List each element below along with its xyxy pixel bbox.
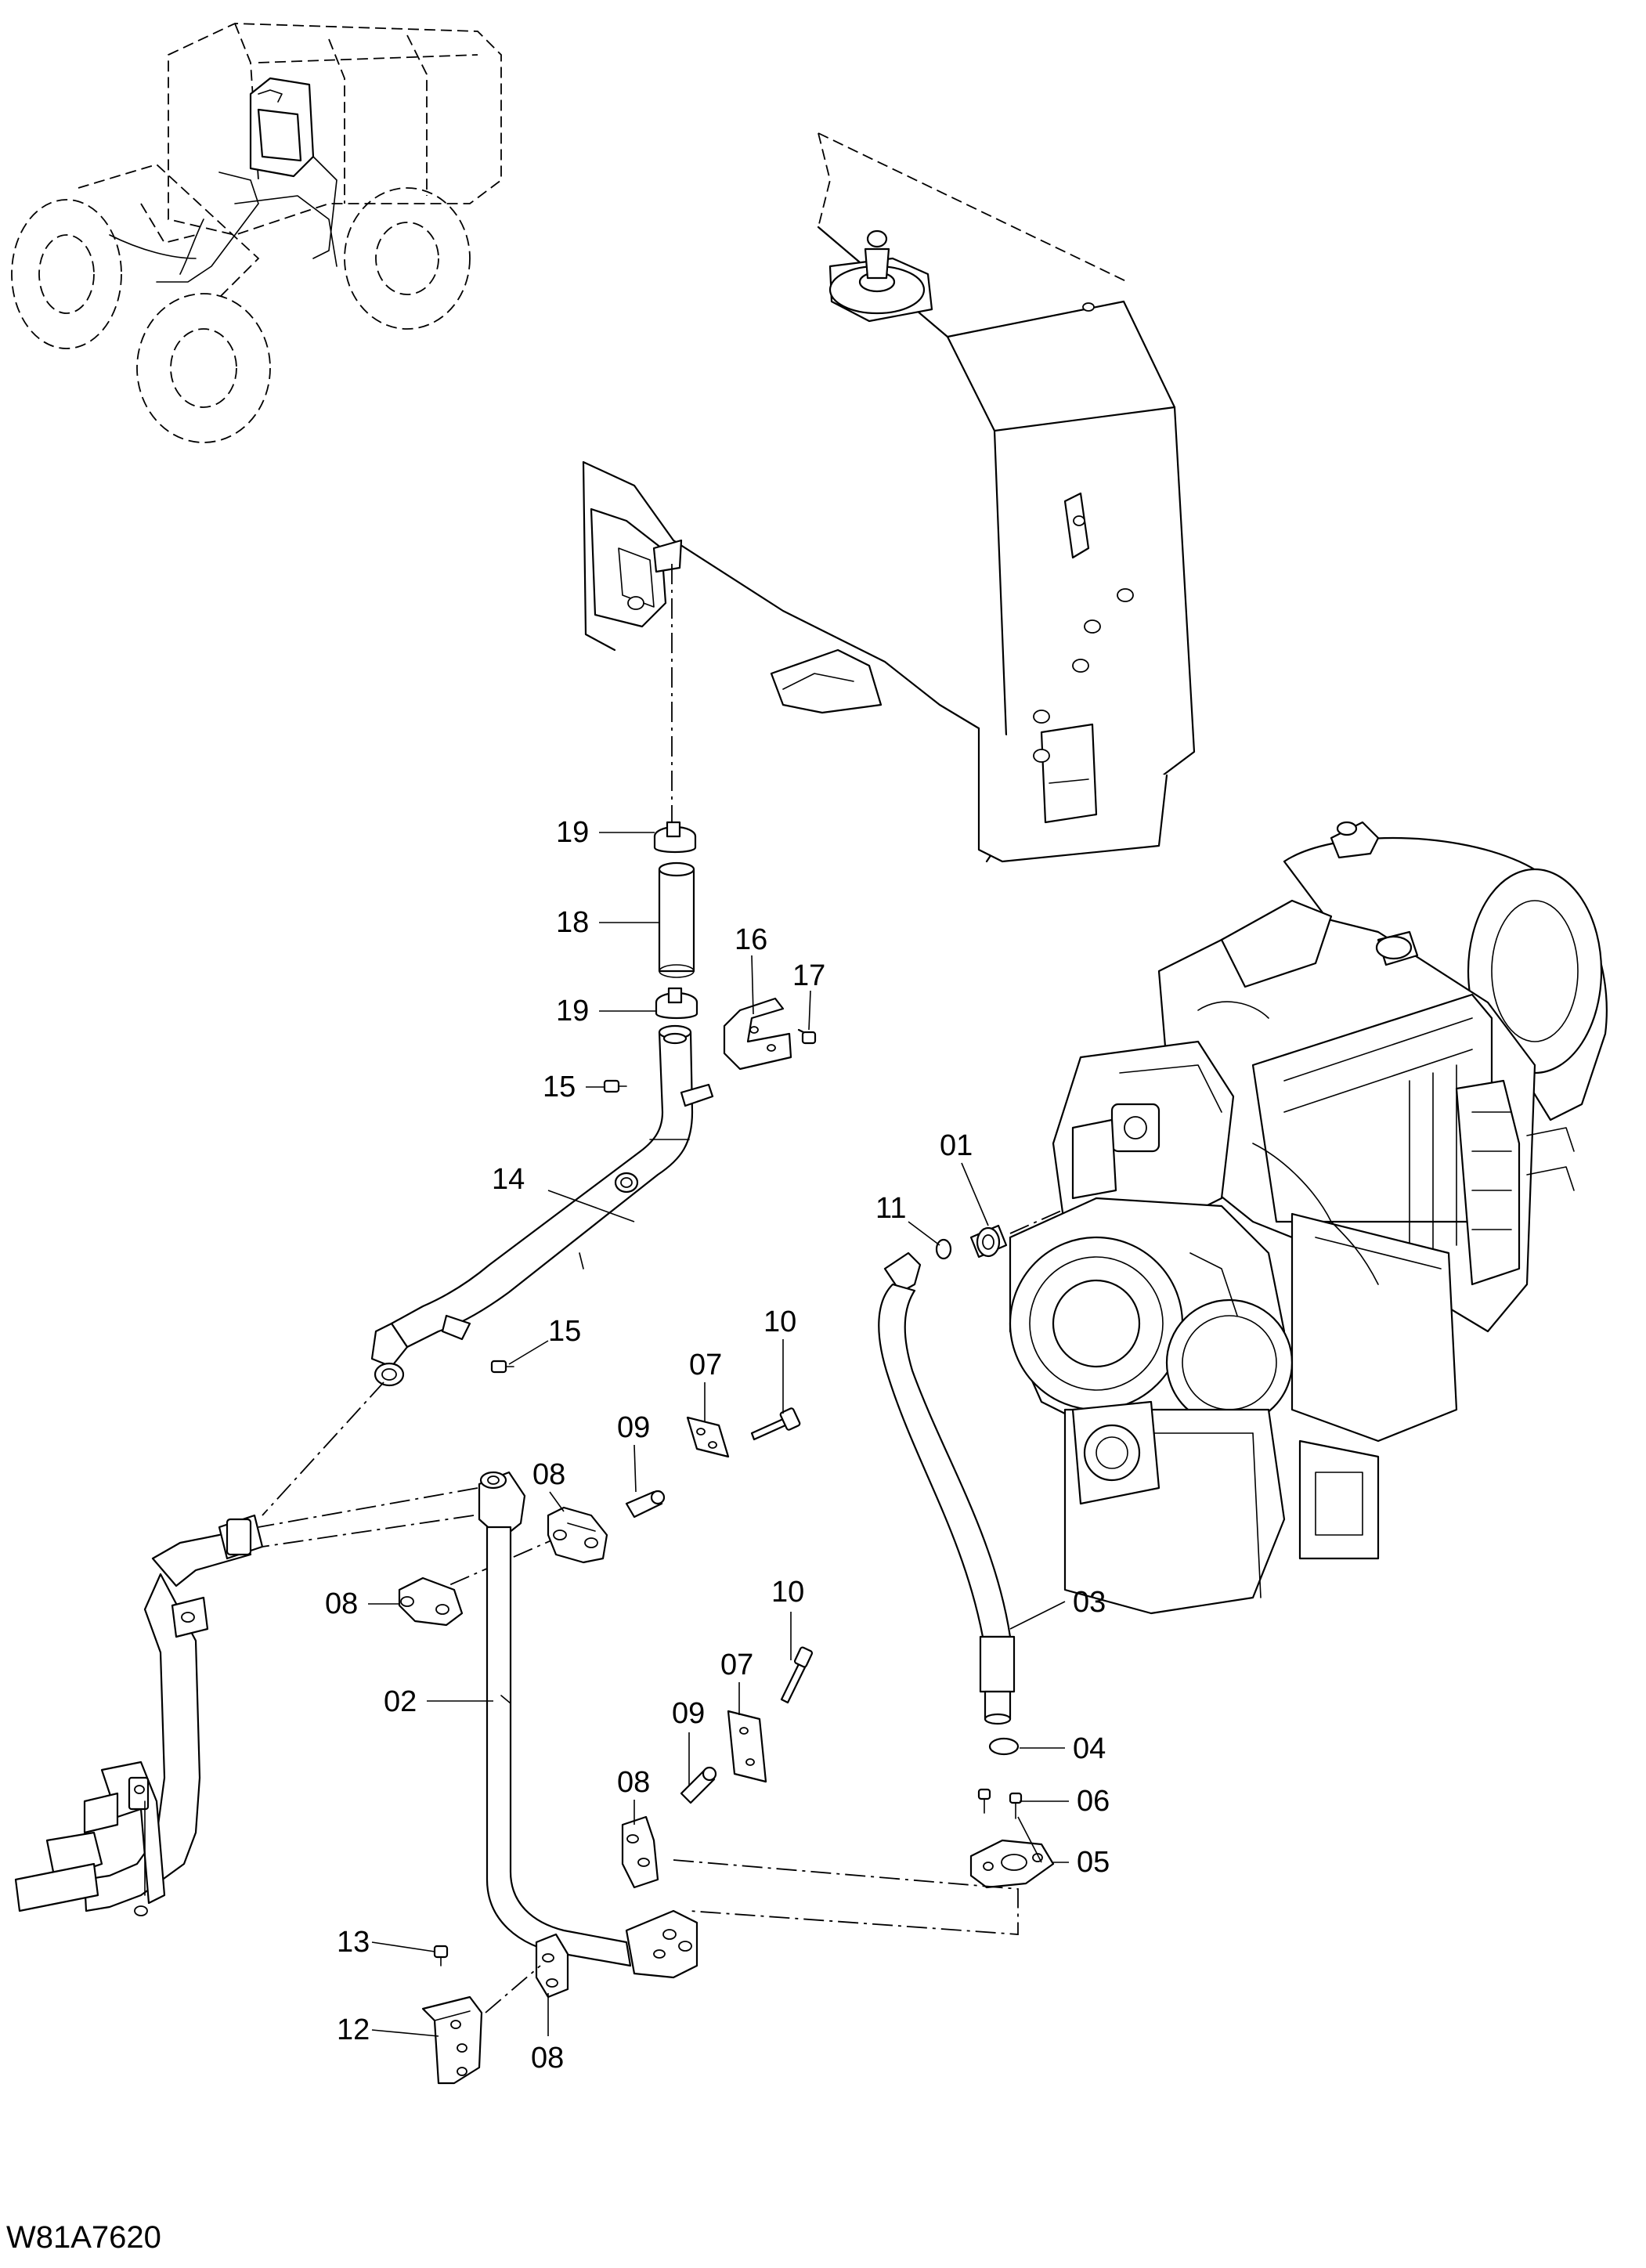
callout-06: 06 (1077, 1785, 1110, 1818)
callout-12: 12 (337, 2013, 370, 2046)
bolt-15-upper (603, 1079, 627, 1093)
callout-04: 04 (1073, 1732, 1106, 1765)
hose-03 (878, 1251, 1016, 1725)
flange-to-pipe-02-link (673, 1859, 1019, 1935)
callout-18: 18 (556, 906, 589, 939)
bracket-16 (723, 997, 792, 1071)
centerline-01-to-transmission (1009, 1201, 1081, 1234)
plate-07-a (686, 1416, 730, 1458)
callout-02: 02 (384, 1685, 417, 1718)
callout-13: 13 (337, 1926, 370, 1959)
callout-19-upper: 19 (556, 816, 589, 849)
callout-08-left: 08 (325, 1587, 358, 1620)
plate-07-b (727, 1710, 767, 1783)
left-existing-lines (14, 1514, 264, 1916)
callout-15-lower: 15 (548, 1315, 581, 1348)
callout-15-upper: 15 (543, 1071, 576, 1103)
callout-08-upper: 08 (532, 1458, 565, 1491)
clamp-08-b (398, 1576, 464, 1627)
bolt-17 (797, 1028, 817, 1045)
hose-18 (658, 861, 695, 978)
centerline-14-to-fitting (262, 1381, 384, 1516)
callout-05: 05 (1077, 1846, 1110, 1879)
clamp-08-d (535, 1933, 569, 1999)
callout-01: 01 (940, 1129, 973, 1162)
bolt-15-lower (490, 1360, 514, 1374)
machine-overview-thumbnail (11, 23, 502, 443)
leader-lines (368, 832, 1069, 2037)
callout-08-lower: 08 (531, 2042, 564, 2075)
bolt-06-a (977, 1788, 991, 1814)
o-ring-04 (988, 1737, 1020, 1756)
callout-labels: 19 18 19 16 17 15 14 15 10 07 09 08 08 0… (325, 816, 1110, 2075)
callout-10-lower: 10 (771, 1576, 804, 1609)
callout-11: 11 (875, 1192, 906, 1225)
centerline-02-to-fitting-a (258, 1487, 478, 1528)
pipe-14 (370, 1024, 714, 1387)
bolt-13 (433, 1945, 449, 1966)
hydraulic-tank (582, 132, 1196, 863)
callout-09-upper: 09 (617, 1411, 650, 1444)
clamp-08-c (621, 1815, 659, 1889)
callout-19-lower: 19 (556, 995, 589, 1027)
o-ring-11 (935, 1238, 952, 1260)
callout-07-upper: 07 (689, 1349, 722, 1381)
pipe-02 (478, 1471, 698, 1979)
bolt-10-b (780, 1646, 814, 1704)
callout-14: 14 (492, 1163, 525, 1196)
callout-10-upper: 10 (763, 1306, 796, 1338)
centerline-02-to-fitting-b (262, 1515, 475, 1548)
bolt-06-b (1009, 1792, 1023, 1819)
callout-09-lower: 09 (672, 1697, 705, 1730)
centerline-12-to-08 (485, 1965, 541, 2013)
callout-03: 03 (1073, 1586, 1106, 1619)
bracket-12 (421, 1995, 483, 2085)
spacer-09-b (680, 1766, 717, 1804)
clamp-19-upper (653, 821, 697, 854)
callout-16: 16 (735, 923, 767, 956)
flange-05 (969, 1839, 1055, 1889)
callout-17: 17 (792, 959, 825, 992)
bolt-10-a (750, 1407, 801, 1441)
centerline-08-to-08 (438, 1534, 565, 1591)
callout-08-mid: 08 (617, 1766, 650, 1799)
drawing-code: W81A7620 (6, 2220, 161, 2255)
clamp-08-a (547, 1506, 608, 1564)
connector-01 (969, 1224, 1008, 1259)
transmission (1009, 821, 1608, 1615)
callout-07-lower: 07 (720, 1649, 753, 1681)
clamp-19-lower (655, 987, 698, 1020)
spacer-09-a (625, 1490, 666, 1519)
